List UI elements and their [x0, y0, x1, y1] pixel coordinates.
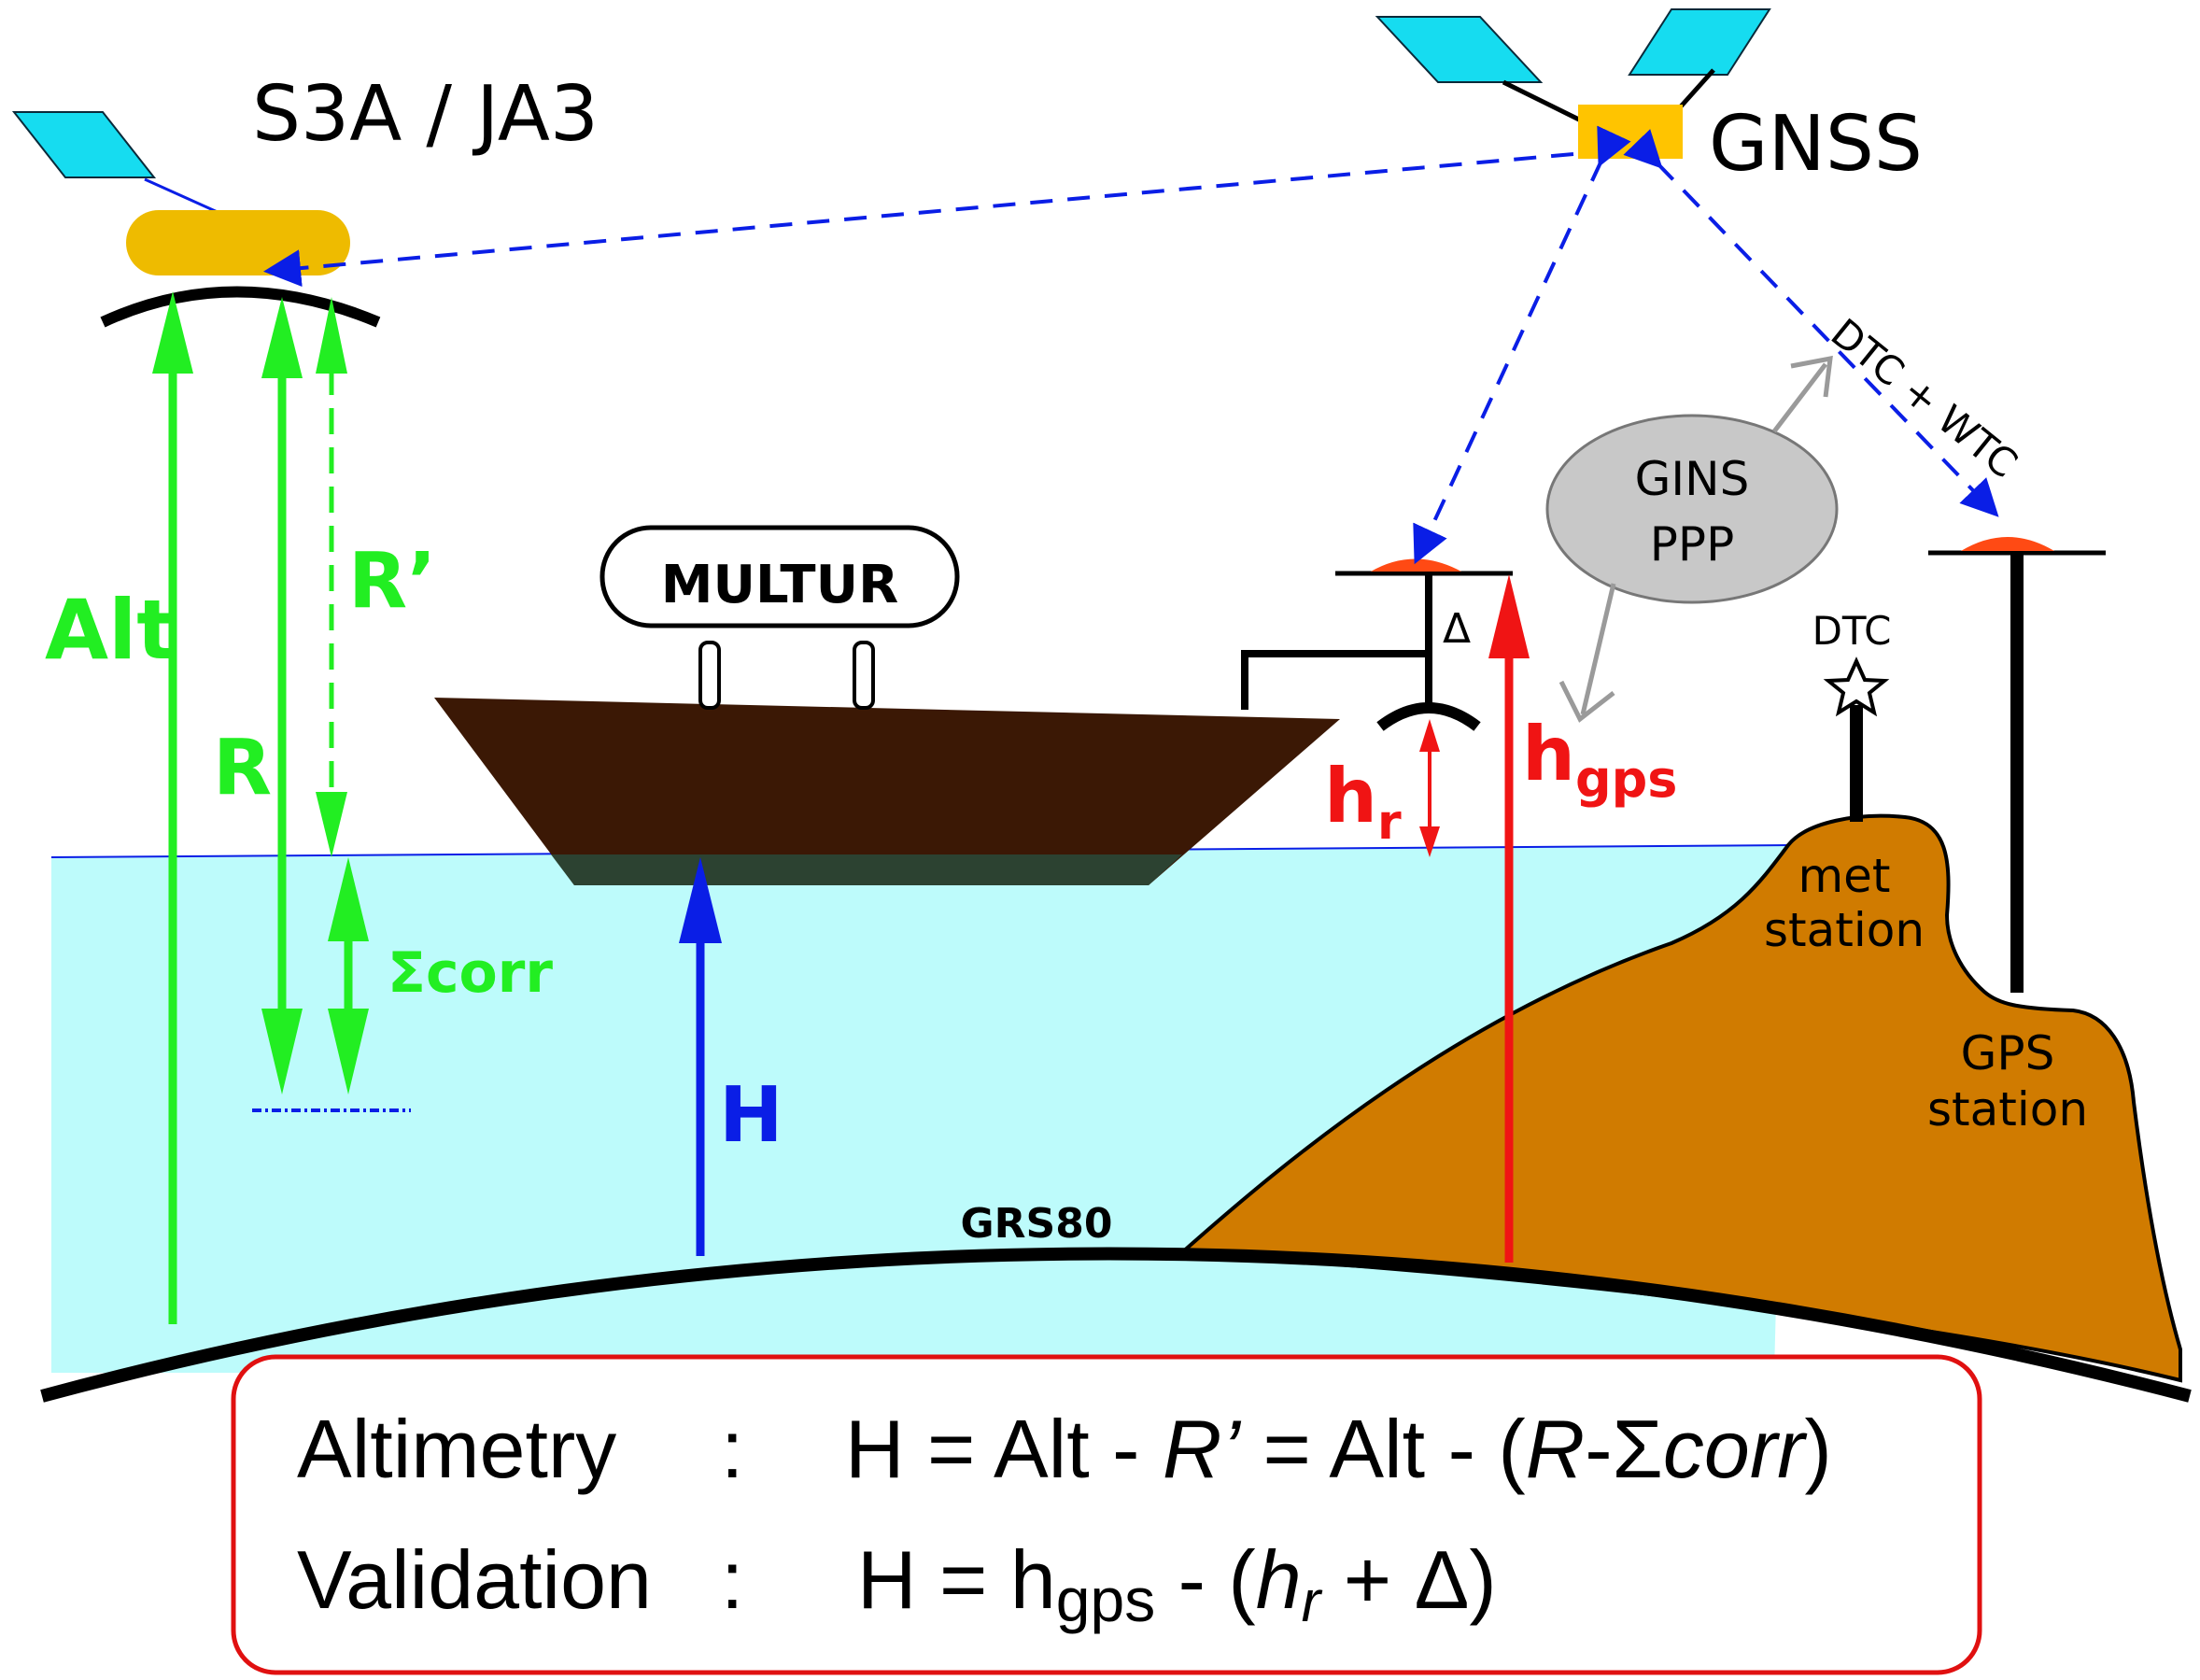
- gins-to-boat-arrow: [1580, 583, 1616, 715]
- altimeter-boom: [144, 177, 220, 215]
- gins-to-boat-arrowhead: [1558, 680, 1615, 723]
- altimetry-equation: H = Alt - R’ = Alt - (R-Σcorr): [845, 1403, 1832, 1495]
- h-r-main: h: [1324, 753, 1377, 840]
- boat-radar-gauge: [1376, 702, 1481, 731]
- r-prime-arrowhead-bottom: [316, 792, 347, 857]
- gnss-solar-panel-left-icon: [1375, 16, 1544, 83]
- dtc-wtc-label: DTC + WTC: [1823, 310, 2026, 487]
- validation-equation: H = hgps - (hr + Δ): [857, 1533, 1497, 1634]
- altimeter-antenna-dish: [100, 286, 381, 328]
- h-r-arrowhead-top: [1419, 719, 1440, 752]
- gnss-boom-right: [1679, 68, 1715, 108]
- grs80-ellipsoid: [40, 1247, 2192, 1403]
- h-r-subscript: r: [1377, 795, 1402, 851]
- sigma-corr-arrowhead-bottom: [328, 1009, 369, 1094]
- equation-box: [231, 1354, 1982, 1675]
- r-arrowhead-bottom: [261, 1009, 303, 1094]
- met-station-label-line1: met: [1798, 849, 1890, 903]
- validation-eq-part1: H = h: [857, 1533, 1056, 1626]
- gnss-solar-panel-right-icon: [1628, 8, 1771, 76]
- h-gps-subscript: gps: [1575, 750, 1677, 809]
- h-gps-arrowhead: [1488, 574, 1530, 658]
- altimetry-eq-part1: H = Alt -: [845, 1403, 1163, 1495]
- altimetry-eq-minus: -Σ: [1585, 1403, 1663, 1495]
- gps-station-antenna: [1961, 537, 2054, 551]
- gnss-satellite-body: [1578, 105, 1683, 159]
- gins-ppp-ellipse: [1545, 414, 1839, 604]
- r-label: R: [213, 724, 272, 812]
- validation-eq-part2: - (: [1155, 1533, 1256, 1626]
- met-station-star-icon: [1823, 656, 1890, 717]
- link-gnss-to-gps-station: [1623, 129, 1999, 517]
- alt-label: Alt: [45, 582, 176, 678]
- link-gnss-to-altimeter: [263, 152, 1574, 288]
- boat-hull: [434, 698, 1340, 885]
- altimetry-colon: :: [721, 1403, 743, 1495]
- altimeter-satellite-label: S3A / JA3: [252, 70, 599, 159]
- h-r-label: hr: [1324, 753, 1402, 851]
- grs80-label: GRS80: [961, 1200, 1113, 1248]
- altimetry-eq-corr: corr: [1663, 1403, 1808, 1495]
- validation-eq-r: r: [1302, 1570, 1323, 1634]
- sigma-corr-arrowhead-top: [328, 857, 369, 941]
- h-arrowhead: [679, 857, 722, 943]
- h-gps-main: h: [1522, 711, 1575, 798]
- sigma-corr-label: Σcorr: [388, 940, 553, 1006]
- validation-label: Validation: [297, 1533, 652, 1626]
- multur-buoy: [599, 525, 960, 628]
- altimetry-eq-part2: = Alt - (: [1240, 1403, 1526, 1495]
- gins-label: GINS: [1635, 452, 1750, 506]
- h-gps-label: hgps: [1522, 711, 1677, 809]
- altimetry-label: Altimetry: [297, 1403, 616, 1495]
- multur-leg-left: [698, 641, 721, 710]
- altimetry-eq-close: ): [1804, 1403, 1831, 1495]
- gnss-boom-left: [1502, 79, 1585, 124]
- gps-station-label-line1: GPS: [1961, 1026, 2055, 1080]
- validation-eq-part3: + Δ): [1320, 1533, 1496, 1626]
- ppp-label: PPP: [1650, 517, 1734, 572]
- dtc-label: DTC: [1812, 608, 1892, 654]
- validation-eq-gps: gps: [1056, 1565, 1155, 1634]
- h-label: H: [719, 1071, 783, 1160]
- met-station-label-line2: station: [1764, 903, 1925, 957]
- r-arrowhead-top: [261, 297, 303, 378]
- delta-label: Δ: [1443, 605, 1471, 653]
- gins-to-dtc-wtc-arrowhead: [1790, 355, 1833, 398]
- gps-station-label-line2: station: [1927, 1082, 2088, 1136]
- multur-leg-right: [853, 641, 875, 710]
- altimetry-eq-rprime: R’: [1163, 1403, 1242, 1495]
- gins-to-dtc-wtc-arrow: [1772, 362, 1827, 433]
- boat-gnss-antenna: [1371, 558, 1461, 572]
- gnss-label: GNSS: [1709, 100, 1923, 189]
- h-r-arrowhead-bottom: [1419, 826, 1440, 857]
- boat-hull-underwater: [551, 854, 1182, 885]
- validation-colon: :: [721, 1533, 743, 1626]
- validation-eq-h: h: [1256, 1533, 1302, 1626]
- multur-label: MULTUR: [661, 555, 898, 615]
- r-prime-arrowhead-top: [316, 297, 347, 374]
- r-prime-label: R’: [348, 537, 436, 626]
- altimeter-solar-panel-icon: [11, 111, 157, 178]
- boat-boom: [1241, 650, 1429, 710]
- alt-arrowhead: [152, 291, 193, 374]
- land-area: [1177, 813, 2182, 1383]
- altimetry-eq-r: R: [1526, 1403, 1586, 1495]
